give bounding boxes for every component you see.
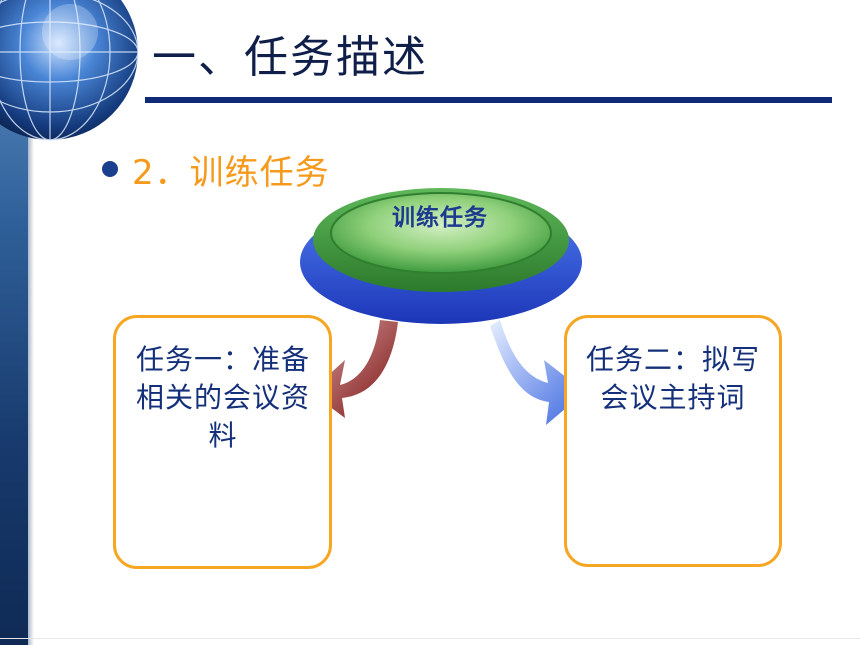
title-underline <box>145 97 832 103</box>
bullet-item: 2．训练任务 <box>102 144 330 194</box>
curved-arrow-right-icon <box>490 320 585 425</box>
globe-icon <box>0 0 139 141</box>
task-two-text: 任务二：拟写会议主持词 <box>585 343 760 414</box>
task-one-text: 任务一：准备相关的会议资料 <box>135 343 310 452</box>
subheading: 2．训练任务 <box>132 152 330 193</box>
page-title: 一、任务描述 <box>152 32 428 83</box>
bullet-dot-icon <box>102 161 118 177</box>
curved-arrow-left-icon <box>310 320 398 418</box>
task-one-box <box>113 315 332 569</box>
task-two-box <box>564 315 782 567</box>
bottom-divider <box>0 638 860 639</box>
center-node-label: 训练任务 <box>392 205 488 231</box>
disc-top <box>330 192 552 274</box>
